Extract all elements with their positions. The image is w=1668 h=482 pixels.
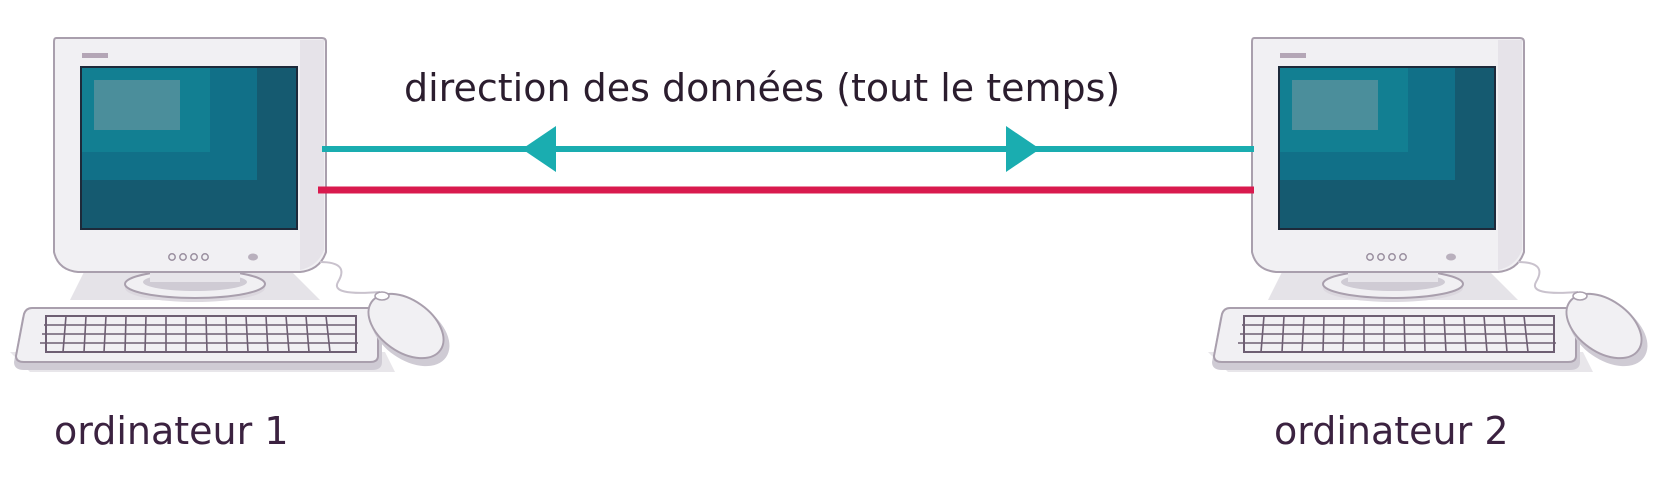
direction-label: direction des données (tout le temps) [404, 66, 1120, 110]
computer-1-icon [9, 37, 464, 382]
arrow-left-icon [522, 126, 556, 172]
computer-1-label: ordinateur 1 [54, 409, 289, 453]
computer-2-icon [1207, 37, 1662, 382]
arrow-right-icon [1006, 126, 1040, 172]
computer-2-label: ordinateur 2 [1274, 409, 1509, 453]
